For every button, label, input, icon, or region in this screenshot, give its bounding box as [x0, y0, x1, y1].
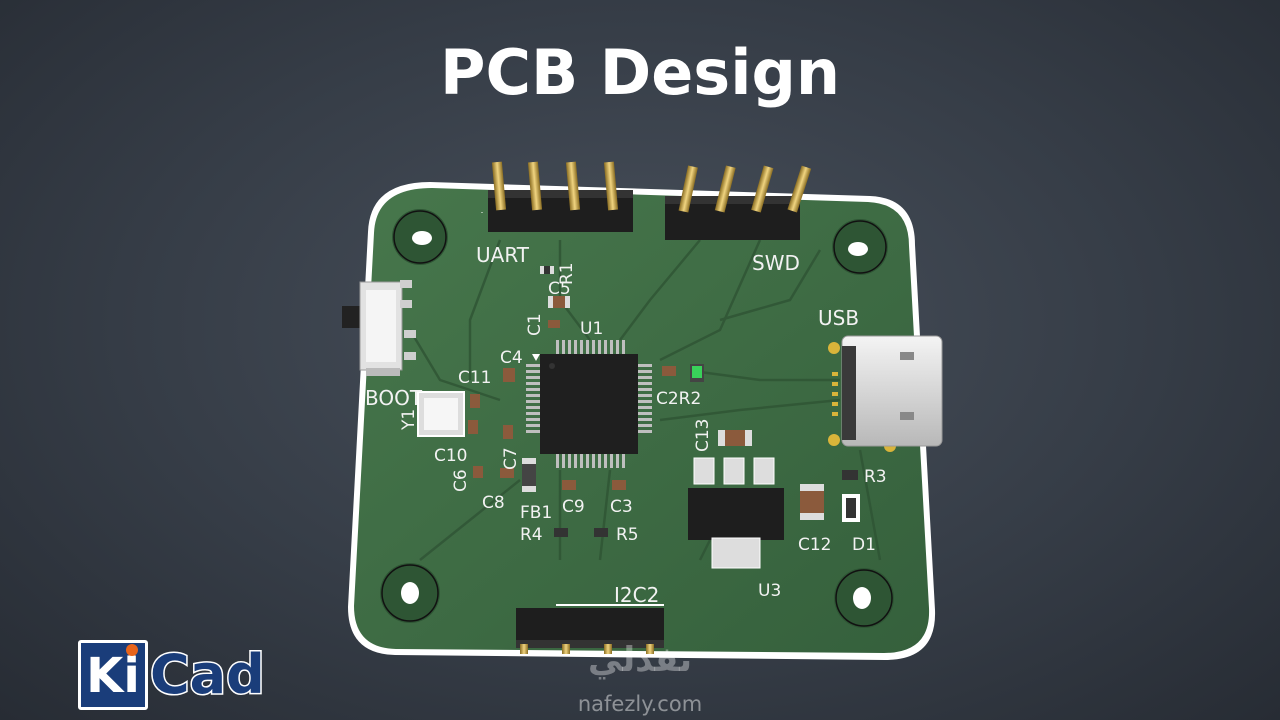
page-title: PCB Design	[440, 36, 840, 109]
label-r1: R1	[557, 262, 577, 285]
watermark-url: nafezly.com	[577, 692, 703, 716]
watermark-arabic: نفذلي	[587, 640, 693, 680]
swd-header	[665, 165, 812, 240]
mounting-holes	[380, 209, 894, 628]
label-c4: C4	[500, 348, 523, 368]
label-u3: U3	[758, 581, 781, 601]
silkscreen-labels: UART SWD USB BOOT I2C2 R1 C5 C1 U1 C4 C1…	[365, 243, 887, 607]
kicad-logo-dot	[126, 644, 138, 656]
label-c2r2: C2R2	[656, 389, 701, 409]
label-r3: R3	[864, 467, 887, 487]
uart-header	[481, 161, 633, 232]
label-c12: C12	[798, 535, 832, 555]
usb-connector	[828, 335, 943, 452]
kicad-logo-cad: Cad	[149, 642, 267, 708]
label-c1: C1	[525, 313, 545, 336]
i2c2-header	[516, 604, 664, 654]
kicad-logo: Ki Cad	[78, 640, 267, 710]
label-c6: C6	[451, 469, 471, 492]
regulator-u3	[688, 457, 784, 569]
label-usb: USB	[818, 306, 859, 330]
crystal-y1	[417, 391, 465, 437]
label-boot: BOOT	[365, 386, 423, 410]
label-c11: C11	[458, 368, 492, 388]
label-swd: SWD	[752, 251, 800, 275]
label-fb1: FB1	[520, 503, 552, 523]
label-c10: C10	[434, 446, 468, 466]
copper-traces	[408, 239, 882, 561]
passives	[468, 266, 860, 537]
label-uart: UART	[476, 243, 530, 267]
label-c5: C5	[548, 279, 571, 299]
label-c7: C7	[501, 447, 521, 470]
boot-switch	[342, 280, 416, 376]
mcu-u1	[526, 340, 652, 468]
label-r4: R4	[520, 525, 543, 545]
label-r5: R5	[616, 525, 639, 545]
label-y1: Y1	[399, 409, 419, 431]
label-u1: U1	[580, 319, 603, 339]
label-c13: C13	[693, 418, 713, 452]
label-i2c2: I2C2	[614, 583, 659, 607]
label-c3: C3	[610, 497, 633, 517]
label-d1: D1	[852, 535, 876, 555]
label-c9: C9	[562, 497, 585, 517]
label-c8: C8	[482, 493, 505, 513]
